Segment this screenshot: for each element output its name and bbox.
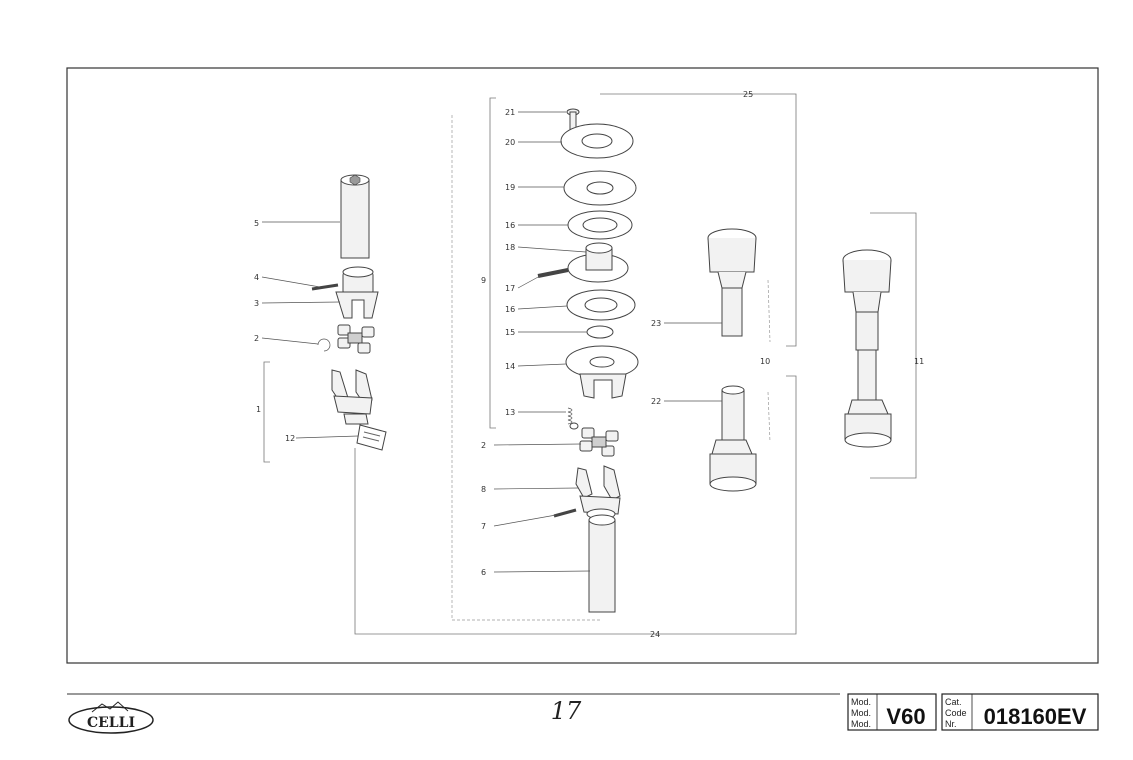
callout-4: 4 [254, 273, 259, 282]
callout-20: 20 [505, 138, 515, 147]
part-circlip [317, 338, 331, 352]
part-shield-23 [707, 228, 757, 337]
callout-16: 16 [505, 305, 515, 314]
part-pin-7 [553, 508, 577, 518]
part-yoke-3 [335, 266, 379, 319]
center-assembly [489, 97, 639, 613]
callout-17: 17 [505, 284, 515, 293]
callout-16: 16 [505, 221, 515, 230]
callout-24: 24 [650, 630, 660, 639]
callout-21: 21 [505, 108, 515, 117]
callout-19: 19 [505, 183, 515, 192]
part-chain-a [767, 279, 771, 343]
callout-25: 25 [743, 90, 753, 99]
logo-text: CELLI [87, 715, 135, 731]
bracket-10 [780, 375, 797, 635]
callout-18: 18 [505, 243, 515, 252]
callout-9: 9 [481, 276, 486, 285]
callout-13: 13 [505, 408, 515, 417]
part-cross-2b [579, 427, 619, 457]
callout-2: 2 [481, 441, 486, 450]
dashed-outline-9 [451, 115, 600, 621]
mod-label: Mod. [851, 708, 871, 718]
callout-12: 12 [285, 434, 295, 443]
mod-label: Mod. [851, 697, 871, 707]
callout-1: 1 [256, 405, 261, 414]
code-label: Nr. [945, 719, 957, 729]
title-block-code: Cat. Code Nr. 018160EV [941, 693, 1099, 731]
callout-14: 14 [505, 362, 515, 371]
callout-6: 6 [481, 568, 486, 577]
part-shield-22 [709, 385, 757, 492]
callout-7: 7 [481, 522, 486, 531]
callout-5: 5 [254, 219, 259, 228]
code-label: Cat. [945, 697, 962, 707]
part-pin-4 [311, 283, 339, 291]
left-assembly [261, 174, 387, 463]
callout-2: 2 [254, 334, 259, 343]
part-hub-18 [567, 242, 629, 283]
bracket-24 [354, 448, 780, 635]
part-chain-b [767, 391, 771, 443]
callout-10: 10 [760, 357, 770, 366]
bracket-25 [600, 93, 797, 347]
part-tube-6 [588, 514, 616, 613]
part-label-12 [356, 424, 387, 451]
bracket-1 [263, 361, 270, 463]
complete-shaft-11 [842, 212, 917, 479]
model-value: V60 [886, 704, 925, 729]
code-label: Code [945, 708, 967, 718]
callout-3: 3 [254, 299, 259, 308]
callout-15: 15 [505, 328, 515, 337]
part-disc-19 [563, 170, 637, 206]
shield-assembly [664, 228, 771, 492]
page-number: 17 [551, 697, 582, 725]
part-yoke-8 [575, 465, 621, 520]
part-yoke-1 [331, 369, 373, 425]
code-value: 018160EV [984, 704, 1087, 729]
part-bolt-17 [537, 268, 569, 278]
drawing-frame [66, 67, 1099, 664]
callout-22: 22 [651, 397, 661, 406]
part-disc-16a [567, 210, 633, 240]
part-ring-15 [586, 325, 614, 339]
bracket-9 [489, 97, 496, 429]
part-tube-5 [340, 174, 370, 259]
part-flange-yoke-14 [565, 345, 639, 399]
part-disc-16b [566, 289, 636, 321]
mod-label: Mod. [851, 719, 871, 729]
callout-23: 23 [651, 319, 661, 328]
callout-11: 11 [914, 357, 924, 366]
celli-logo: CELLI [68, 701, 154, 734]
part-spring-13 [567, 407, 573, 425]
part-flange-20 [560, 123, 634, 159]
callout-8: 8 [481, 485, 486, 494]
title-block-model: Mod. Mod. Mod. V60 [847, 693, 937, 731]
part-cross-2a [337, 324, 375, 354]
